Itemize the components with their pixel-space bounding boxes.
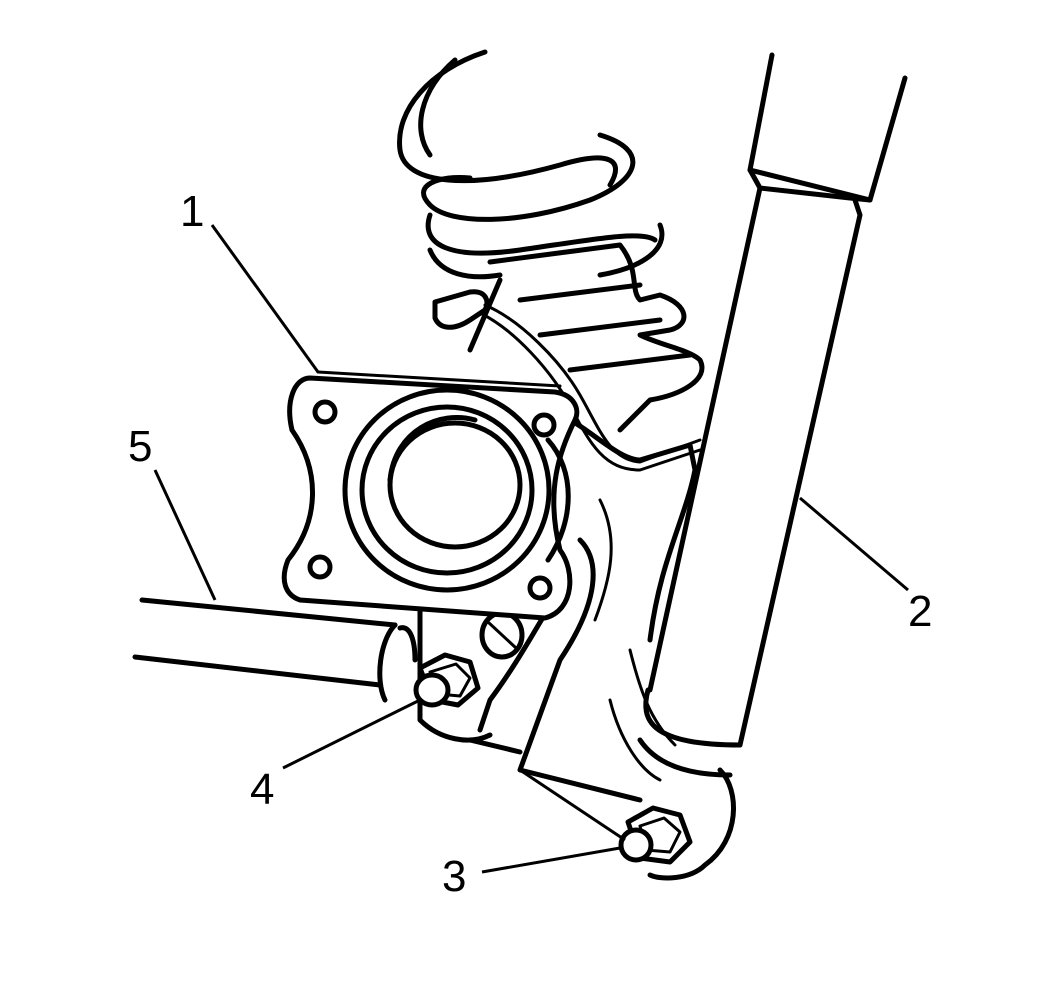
callout-1: 1 [180,187,205,236]
leader-line-4 [282,698,421,770]
leader-line-1 [210,224,320,373]
coil-spring [397,49,665,280]
leader-lines [153,224,909,874]
leader-line-2 [799,496,909,592]
callout-3: 3 [442,852,467,901]
callout-4: 4 [250,765,275,814]
cam-bolt [479,610,525,660]
shock-absorber [637,52,908,881]
callout-2: 2 [908,587,933,636]
leader-line-3b [519,768,626,842]
nut-3 [618,805,693,865]
hub-bearing-flange [281,370,580,621]
leader-line-3 [481,846,621,874]
stabilizer-bar [132,597,418,703]
leader-line-5 [153,469,217,601]
callout-5: 5 [128,422,153,471]
nut-4 [413,652,481,708]
